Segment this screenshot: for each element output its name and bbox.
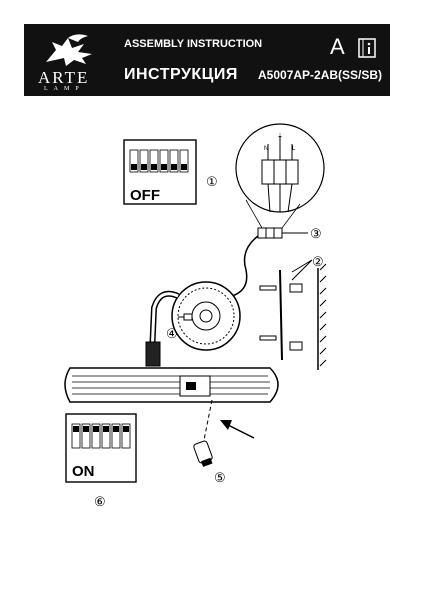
breaker-panel-on: ON	[65, 413, 137, 483]
on-label: ON	[72, 463, 95, 480]
canopy-screw	[178, 313, 193, 321]
wall-canopy	[171, 281, 241, 351]
step-4-label: ④	[166, 326, 178, 341]
lamp-shade	[64, 367, 279, 403]
brand-name: ARTE	[38, 68, 90, 87]
wall	[317, 263, 327, 370]
light-bulb	[193, 440, 213, 467]
step-3-label: ③	[310, 226, 322, 241]
screws	[259, 283, 303, 351]
griffin-logo-icon	[46, 34, 92, 66]
step-1-label: ①	[206, 174, 218, 189]
wire-ground-label: ⏚	[277, 133, 283, 140]
model-number: A5007AP-2AB(SS/SB)	[258, 68, 383, 82]
breaker-panel-off: OFF	[123, 139, 197, 205]
arm-joint	[145, 341, 161, 367]
title-russian: ИНСТРУКЦИЯ	[124, 66, 238, 83]
title-english: ASSEMBLY INSTRUCTION	[124, 38, 263, 50]
assembly-diagram: OFF ① N ⏚ L ③ ②	[64, 123, 327, 509]
wiring-zoom-circle: N ⏚ L	[235, 123, 325, 213]
insert-arrow-icon	[220, 420, 255, 439]
off-label: OFF	[130, 187, 160, 204]
brand-subtitle: LAMP	[44, 86, 85, 92]
header-banner: ARTE LAMP ASSEMBLY INSTRUCTION ИНСТРУКЦИ…	[24, 24, 390, 96]
terminal-block	[257, 227, 308, 239]
step-2-label: ②	[312, 254, 324, 269]
book-info-icon	[358, 38, 376, 58]
step-6-label: ⑥	[94, 494, 106, 509]
wire-l-label: L	[292, 146, 296, 152]
mounting-plate	[279, 259, 313, 361]
insertion-guide	[203, 399, 213, 441]
step-5-label: ⑤	[214, 470, 226, 485]
section-letter: A	[330, 34, 345, 59]
wire-n-label: N	[264, 146, 268, 152]
